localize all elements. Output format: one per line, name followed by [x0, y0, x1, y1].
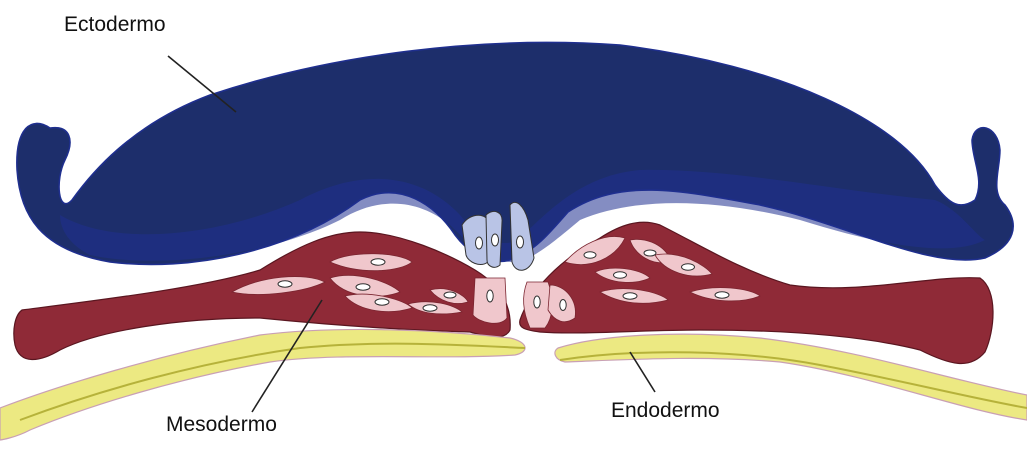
streak-nucleus [476, 237, 483, 249]
endoderm-label: Endodermo [611, 400, 720, 421]
mesoderm-label: Mesodermo [166, 414, 277, 435]
streak-nucleus [492, 234, 499, 246]
ectoderm-label: Ectodermo [64, 14, 166, 35]
streak-nucleus [517, 236, 524, 248]
endoderm-layer [0, 329, 1027, 440]
ectoderm-layer [17, 42, 1013, 270]
